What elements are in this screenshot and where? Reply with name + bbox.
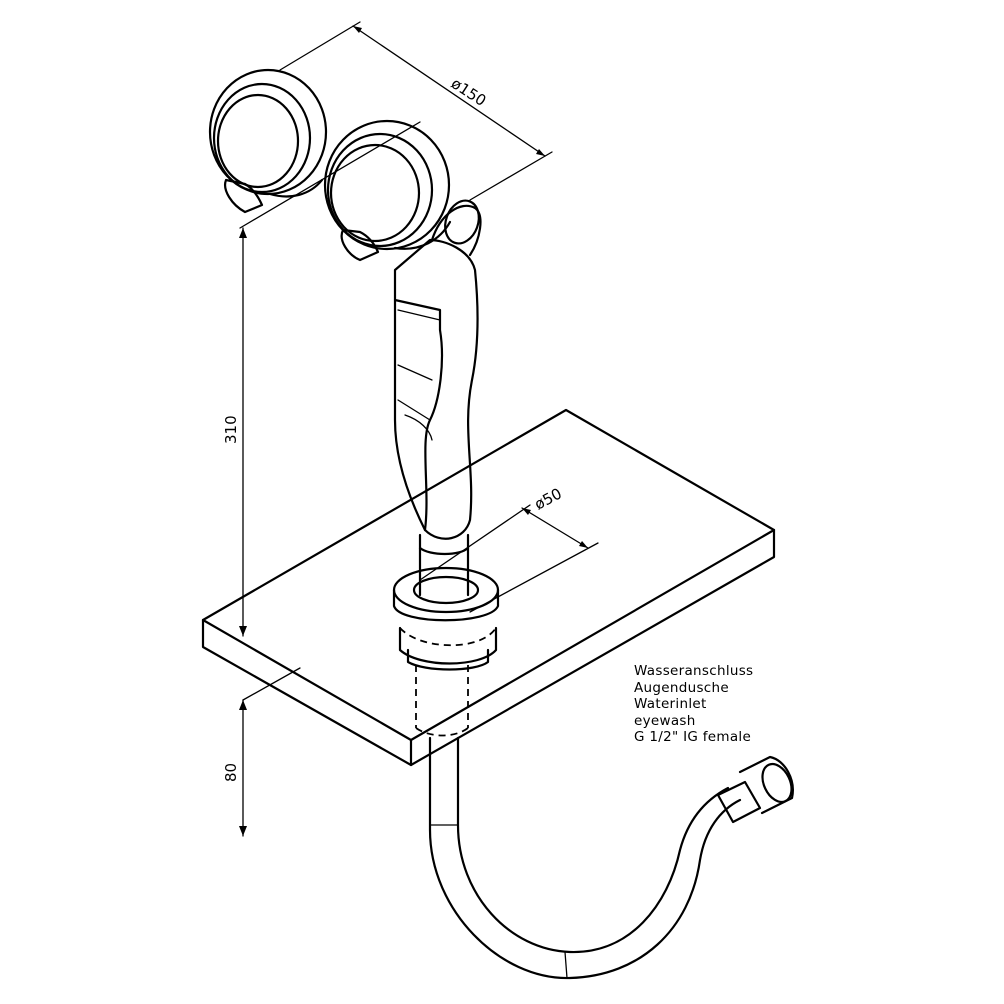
dimension-height-above: 310 — [222, 121, 421, 637]
note-line-4: eyewash — [634, 712, 696, 729]
note-line-5: G 1/2" IG female — [634, 729, 752, 745]
dimension-label-height-above: 310 — [222, 415, 240, 444]
dimension-height-below: 80 — [222, 667, 301, 837]
note-line-2: Augendusche — [634, 679, 729, 696]
right-spray-head — [323, 119, 452, 262]
dimension-base-diameter: ø50 — [419, 484, 599, 613]
note-line-1: Wasseranschluss — [634, 663, 754, 679]
connection-note: Wasseranschluss Augendusche Waterinlet e… — [634, 663, 753, 746]
note-line-3: Waterinlet — [634, 696, 707, 712]
hidden-connector — [399, 627, 497, 737]
dimension-label-diameter: ø50 — [531, 484, 564, 513]
eyewash-arm — [393, 199, 482, 540]
supply-hose — [428, 736, 794, 980]
riser-pipe — [418, 533, 470, 597]
dimension-label-height-below: 80 — [222, 763, 240, 782]
mounting-flange — [392, 566, 500, 671]
countertop-slab — [201, 408, 776, 767]
left-spray-head — [208, 68, 328, 214]
